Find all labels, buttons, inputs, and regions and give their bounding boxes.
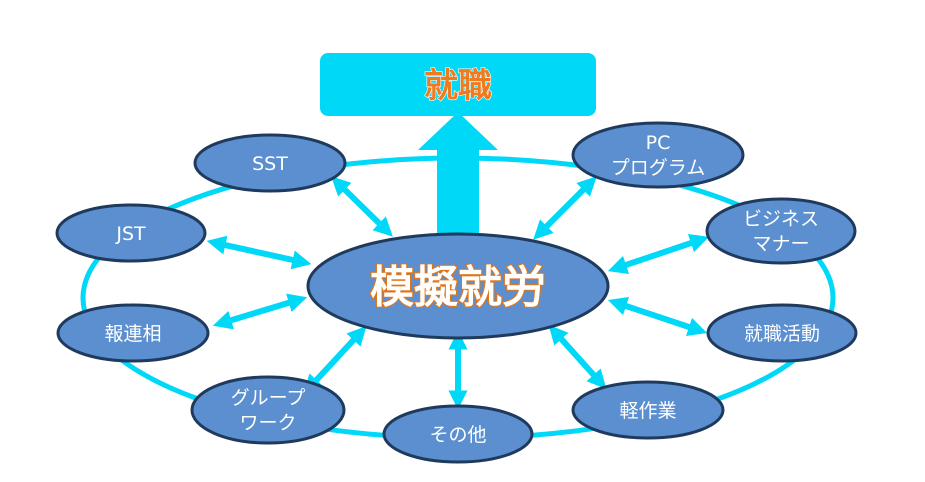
node-pc-program-line1: PC: [646, 132, 671, 154]
node-business-manner-line2: マナー: [752, 233, 809, 255]
center-node: 模擬就労: [306, 232, 610, 340]
center-label: 模擬就労: [370, 262, 546, 313]
node-group-work-line2: ワーク: [239, 412, 296, 434]
node-horenso-label: 報連相: [104, 323, 161, 345]
node-business-manner-line1: ビジネス: [743, 208, 819, 230]
node-pc-program: PC プログラム: [571, 121, 745, 189]
goal-arrow: [418, 112, 498, 240]
connector-arrows: [206, 176, 710, 410]
node-jst-label: JST: [115, 223, 146, 245]
node-group-work-line1: グループ: [231, 387, 306, 409]
arrow-business-manner: [607, 233, 710, 275]
node-job-hunting: 就職活動: [706, 303, 858, 363]
goal-label: 就職: [424, 66, 492, 106]
arrow-pc-program: [533, 176, 597, 240]
node-light-work: 軽作業: [571, 380, 725, 440]
arrow-horenso: [212, 293, 308, 330]
node-group-work: グループ ワーク: [190, 375, 346, 445]
node-job-hunting-label: 就職活動: [744, 323, 820, 345]
node-light-work-label: 軽作業: [619, 400, 676, 422]
node-pc-program-line2: プログラム: [611, 157, 705, 179]
node-other: その他: [382, 404, 534, 464]
arrow-light-work: [548, 324, 607, 390]
node-business-manner: ビジネス マナー: [705, 197, 857, 265]
arrow-jst: [206, 235, 312, 270]
node-sst: SST: [193, 133, 347, 193]
node-horenso: 報連相: [56, 303, 210, 363]
arrow-job-hunting: [607, 296, 708, 337]
goal-box: 就職: [320, 53, 596, 116]
arrow-group-work: [303, 325, 367, 395]
node-sst-label: SST: [252, 153, 288, 175]
arrow-sst: [331, 176, 393, 237]
node-other-label: その他: [429, 424, 486, 446]
node-jst: JST: [55, 203, 207, 263]
